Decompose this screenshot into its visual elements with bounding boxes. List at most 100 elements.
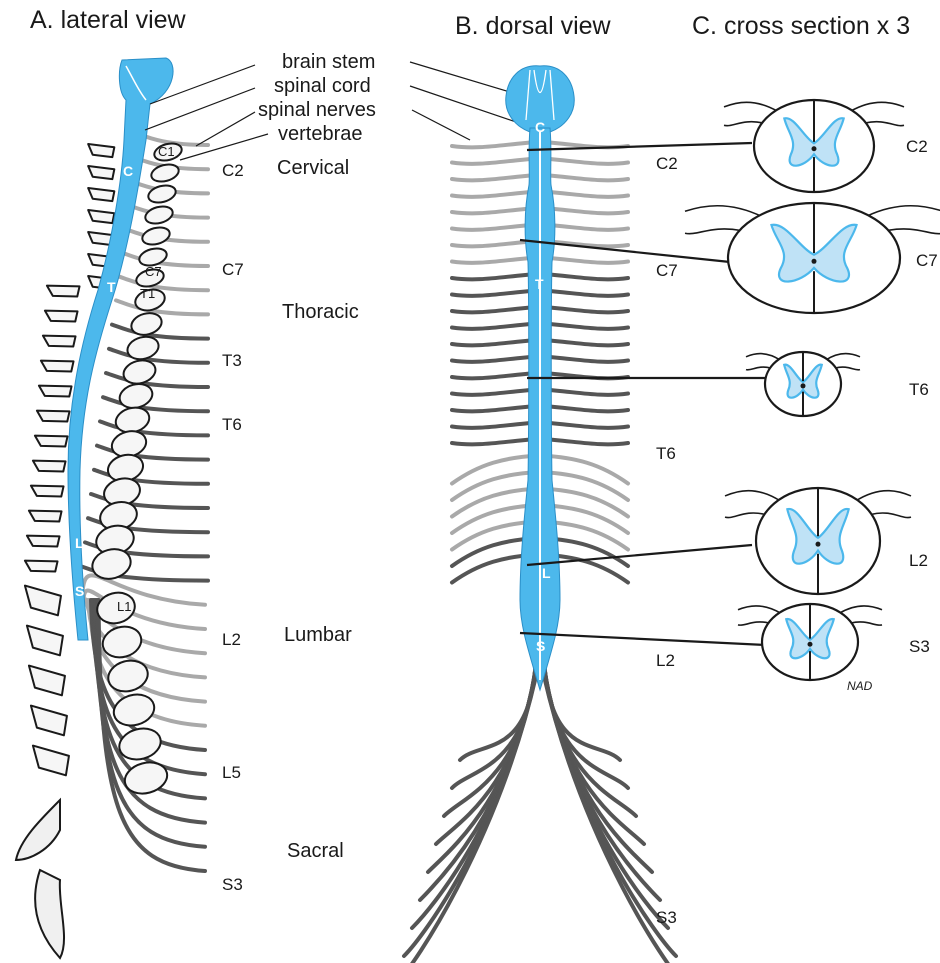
central-canal bbox=[812, 259, 817, 264]
dorsal-nerve-right bbox=[542, 192, 628, 197]
dorsal-level-s3: S3 bbox=[656, 908, 677, 927]
lateral-level-t3: T3 bbox=[222, 351, 242, 370]
spinous-process bbox=[31, 703, 68, 737]
lateral-level-s3: S3 bbox=[222, 875, 243, 894]
dorsal-cauda-equina bbox=[396, 660, 684, 963]
spinous-process bbox=[25, 583, 62, 617]
title-cross-section: C. cross section x 3 bbox=[692, 12, 910, 40]
vertebral-body bbox=[110, 690, 157, 730]
spinous-process bbox=[27, 623, 64, 657]
spinous-process bbox=[33, 743, 70, 777]
cross-section-c7 bbox=[685, 203, 940, 313]
lateral-nerve bbox=[109, 349, 208, 363]
spinous-process bbox=[29, 505, 63, 526]
dorsal-level-t6: T6 bbox=[656, 444, 676, 463]
dorsal-nerve-right bbox=[542, 324, 628, 329]
label-brain-stem: brain stem bbox=[282, 51, 375, 73]
dorsal-nerve-right bbox=[542, 357, 628, 362]
section-level-c7: C7 bbox=[916, 251, 938, 270]
spinous-process bbox=[43, 330, 77, 351]
lateral-level-l5: L5 bbox=[222, 763, 241, 782]
dorsal-nerve-right bbox=[542, 307, 628, 312]
dorsal-nerve-right bbox=[542, 406, 628, 411]
dorsal-cord-letter-l: L bbox=[542, 565, 551, 581]
dorsal-nerve-left bbox=[452, 324, 538, 329]
spinous-process bbox=[37, 405, 71, 426]
region-sacral: Sacral bbox=[287, 840, 344, 862]
vertebra-label-l1: L1 bbox=[117, 599, 131, 614]
spinous-process bbox=[88, 185, 115, 204]
vertebra-label-c7: C7 bbox=[145, 264, 162, 279]
central-canal bbox=[808, 642, 813, 647]
dorsal-cord-letter-s: S bbox=[536, 638, 545, 654]
dorsal-nerve-left bbox=[452, 291, 538, 296]
spinous-process bbox=[29, 663, 66, 697]
vertebral-body bbox=[140, 225, 171, 248]
cauda-nerve-right bbox=[544, 664, 636, 816]
dorsal-nerve-right bbox=[542, 159, 628, 164]
section-level-t6: T6 bbox=[909, 380, 929, 399]
label-vertebrae: vertebrae bbox=[278, 123, 363, 145]
dorsal-nerve-left bbox=[452, 340, 538, 345]
lateral-nerve bbox=[106, 373, 208, 387]
dorsal-cord-letter-t: T bbox=[535, 276, 544, 292]
vertebral-body bbox=[143, 204, 174, 227]
lateral-level-l2: L2 bbox=[222, 630, 241, 649]
cross-section-c2 bbox=[724, 100, 904, 192]
dorsal-nerve-left bbox=[452, 390, 538, 395]
section-level-s3: S3 bbox=[909, 637, 930, 656]
dorsal-view: C T L S C2 C7 T6 L2 S3 bbox=[396, 66, 684, 963]
dorsal-cord-letter-c: C bbox=[535, 119, 545, 135]
central-canal bbox=[812, 146, 817, 151]
central-canal bbox=[816, 542, 821, 547]
lateral-level-t6: T6 bbox=[222, 415, 242, 434]
dorsal-nerve-right bbox=[542, 175, 628, 180]
cauda-nerve-left bbox=[444, 664, 536, 816]
cord-letter-t: T bbox=[107, 279, 116, 295]
dorsal-level-c2: C2 bbox=[656, 154, 678, 173]
illustrator-credit: NAD bbox=[847, 679, 873, 693]
region-thoracic: Thoracic bbox=[282, 301, 359, 323]
cauda-nerve-right bbox=[544, 660, 620, 760]
spinous-process bbox=[41, 355, 75, 376]
spinous-process bbox=[88, 163, 115, 182]
title-dorsal-view: B. dorsal view bbox=[455, 12, 612, 40]
cross-section-s3 bbox=[738, 604, 882, 680]
cord-letter-s: S bbox=[75, 583, 84, 599]
spinous-process bbox=[88, 207, 115, 226]
spinous-process bbox=[39, 380, 73, 401]
dorsal-nerve-right bbox=[542, 274, 628, 279]
spinous-process bbox=[33, 455, 67, 476]
spinous-process bbox=[35, 430, 69, 451]
spinous-process bbox=[88, 141, 115, 160]
dorsal-nerve-left bbox=[452, 274, 538, 279]
section-level-c2: C2 bbox=[906, 137, 928, 156]
lateral-level-c2: C2 bbox=[222, 161, 244, 180]
spinous-process bbox=[31, 480, 65, 501]
lateral-level-c7: C7 bbox=[222, 260, 244, 279]
cauda-nerve-left bbox=[460, 660, 536, 760]
dorsal-nerve-left bbox=[452, 159, 538, 164]
section-level-l2: L2 bbox=[909, 551, 928, 570]
dorsal-nerve-right bbox=[542, 439, 628, 444]
dorsal-nerve-right bbox=[542, 423, 628, 428]
spinous-process bbox=[45, 305, 79, 326]
dorsal-nerve-right bbox=[542, 291, 628, 296]
region-lumbar: Lumbar bbox=[284, 624, 352, 646]
dorsal-nerve-left bbox=[452, 307, 538, 312]
cord-letter-c: C bbox=[123, 163, 133, 179]
cross-sections bbox=[685, 100, 940, 680]
cross-section-t6 bbox=[746, 352, 860, 416]
dorsal-nerve-right bbox=[542, 258, 628, 263]
region-cervical: Cervical bbox=[277, 157, 349, 179]
dorsal-nerve-left bbox=[452, 423, 538, 428]
dorsal-nerve-left bbox=[452, 406, 538, 411]
spinous-process bbox=[25, 555, 59, 576]
dorsal-nerve-left bbox=[452, 142, 538, 147]
dorsal-level-c7: C7 bbox=[656, 261, 678, 280]
title-lateral-view: A. lateral view bbox=[30, 6, 187, 34]
central-canal bbox=[801, 383, 806, 388]
spinous-process bbox=[47, 280, 81, 301]
dorsal-nerve-right bbox=[542, 340, 628, 345]
